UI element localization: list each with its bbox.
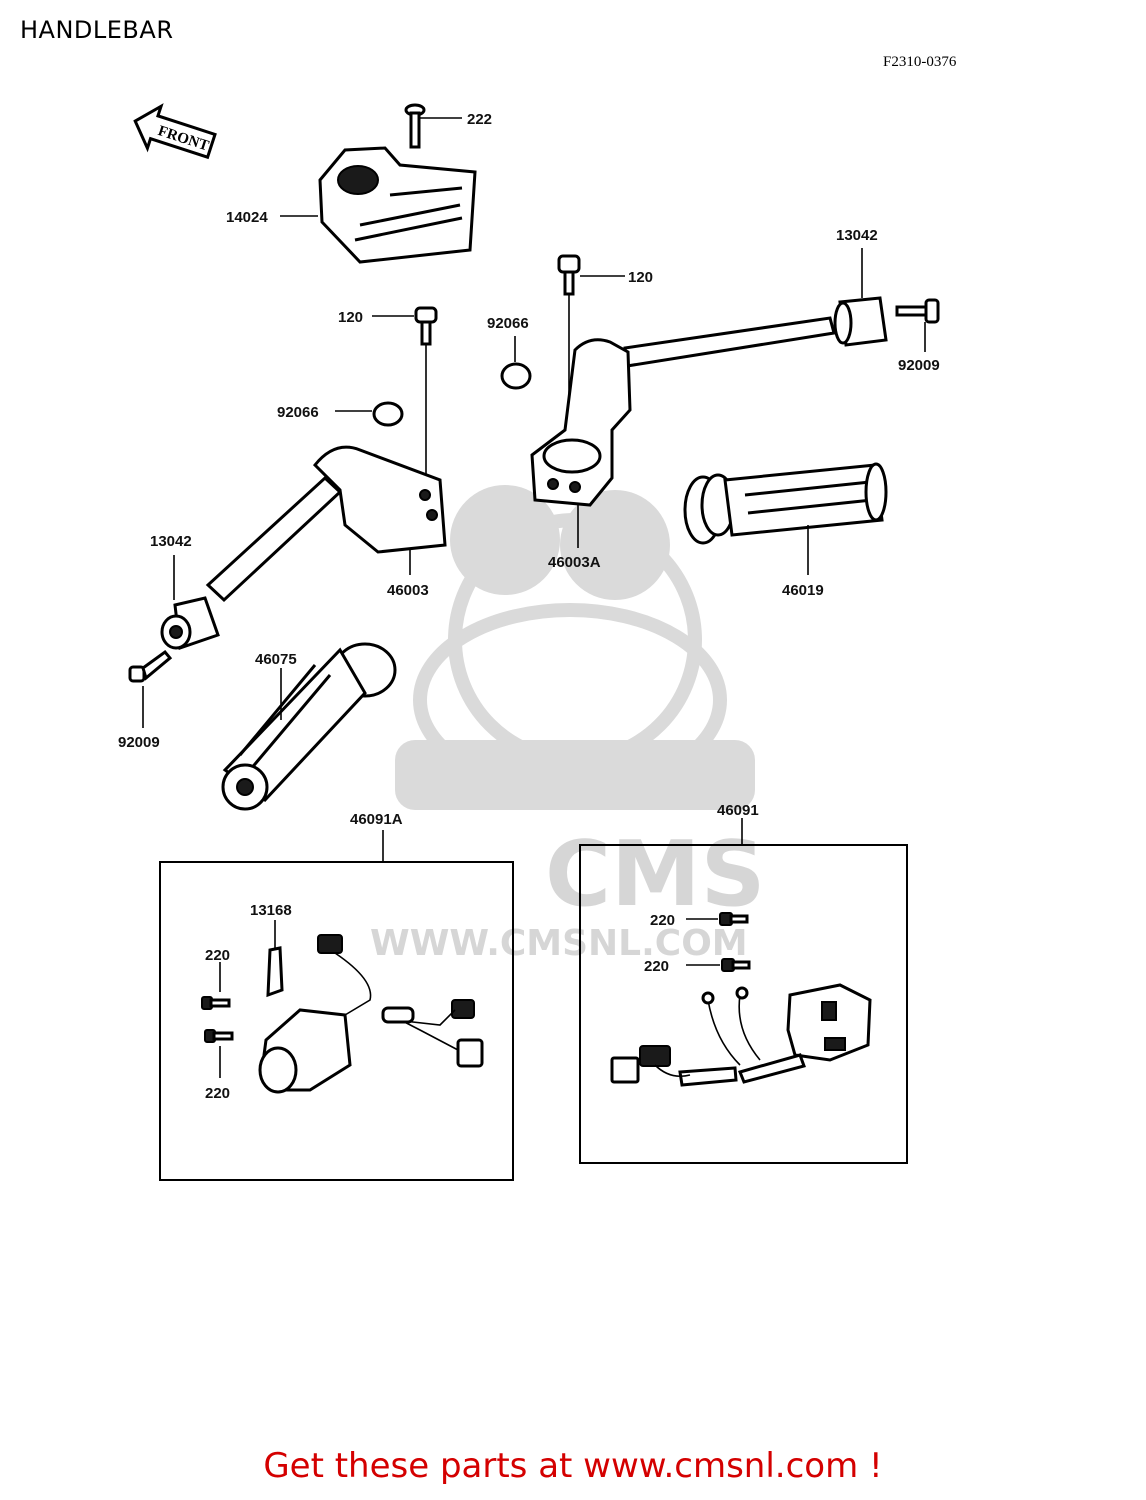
screw-220-c-icon (686, 912, 749, 926)
left-clip-on-handlebar-icon (205, 445, 447, 603)
cap-92066-left-icon (335, 401, 404, 427)
part-label-92009-left: 92009 (118, 734, 160, 751)
bolt-92009-right-icon (895, 298, 940, 352)
screw-220-b-icon (204, 1029, 234, 1078)
part-label-13042-right: 13042 (836, 227, 878, 244)
part-label-46075: 46075 (255, 651, 297, 668)
right-clip-on-handlebar-icon (530, 316, 836, 548)
switch-assy-46091-box (579, 818, 908, 1164)
part-label-46091A: 46091A (350, 811, 403, 828)
grip-46075-icon (221, 642, 397, 811)
bar-end-weight-left-icon (160, 555, 220, 651)
part-label-220-b: 220 (205, 1085, 230, 1102)
cms-watermark: CMS WWW.CMSNL.COM (370, 485, 765, 964)
part-label-220-a: 220 (205, 947, 230, 964)
screw-222-icon (404, 103, 462, 149)
right-handlebar-switch-icon (610, 983, 872, 1087)
throttle-grip-46019-icon (683, 462, 888, 575)
part-label-92009-right: 92009 (898, 357, 940, 374)
bar-end-weight-right-icon (833, 248, 888, 347)
bolt-120-left-icon (372, 306, 438, 495)
cap-92066-right-icon (500, 336, 532, 390)
part-label-222: 222 (467, 111, 492, 128)
screw-220-d-icon (686, 958, 751, 972)
switch-assy-46091A-box (159, 830, 514, 1181)
part-label-13168: 13168 (250, 902, 292, 919)
part-label-46091: 46091 (717, 802, 759, 819)
bolt-92009-left-icon (128, 649, 173, 728)
part-label-46003A: 46003A (548, 554, 601, 571)
part-label-120-left: 120 (338, 309, 363, 326)
left-handlebar-switch-icon (258, 920, 484, 1094)
front-arrow-icon: FRONT (133, 103, 217, 160)
drawing-number: F2310-0376 (883, 54, 957, 70)
part-label-46019: 46019 (782, 582, 824, 599)
watermark-url: WWW.CMSNL.COM (370, 923, 748, 964)
part-label-46003: 46003 (387, 582, 429, 599)
part-label-92066-left: 92066 (277, 404, 319, 421)
part-label-92066-right: 92066 (487, 315, 529, 332)
watermark-brand: CMS (545, 822, 765, 927)
part-label-13042-left: 13042 (150, 533, 192, 550)
cta-link[interactable]: Get these parts at www.cmsnl.com ! (263, 1446, 883, 1486)
part-label-120-right: 120 (628, 269, 653, 286)
part-label-14024: 14024 (226, 209, 268, 226)
parts-diagram: CMS WWW.CMSNL.COM FRONT 222 14024 120 92… (118, 103, 940, 1181)
part-label-220-d: 220 (644, 958, 669, 975)
screw-220-a-icon (201, 962, 231, 1010)
part-label-220-c: 220 (650, 912, 675, 929)
page-title: HANDLEBAR (20, 16, 174, 44)
handlebar-cover-icon (318, 146, 477, 264)
